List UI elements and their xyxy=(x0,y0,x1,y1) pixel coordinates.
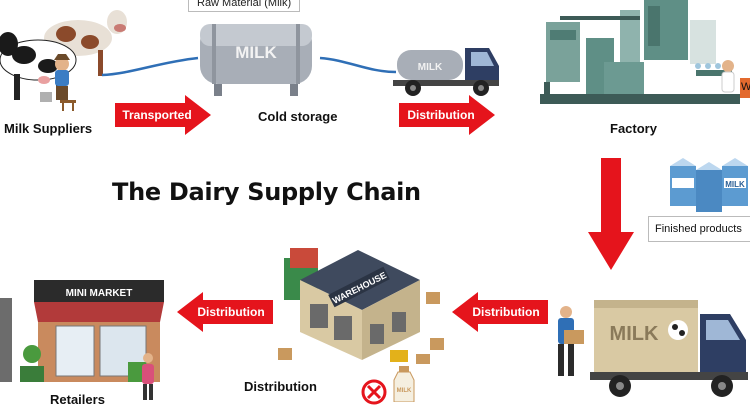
milk-truck-large: MILK xyxy=(590,296,750,400)
carton-milk-text: MILK xyxy=(725,180,745,189)
cows-illustration xyxy=(0,0,140,115)
down-arrow xyxy=(588,158,634,270)
delivery-person xyxy=(548,304,588,380)
milk-cartons: MILK xyxy=(668,158,750,214)
pipe-line-2 xyxy=(319,56,397,74)
factory-illustration xyxy=(540,0,750,112)
cold-storage-label: Cold storage xyxy=(258,109,338,124)
milk-tank: MILK xyxy=(192,18,324,98)
mini-market-sign: MINI MARKET xyxy=(66,288,133,299)
milk-suppliers-label: Milk Suppliers xyxy=(4,121,93,136)
finished-products-label: Finished products xyxy=(648,216,750,242)
warehouse-illustration: WAREHOUSE xyxy=(270,240,450,380)
mini-market-store: MINI MARKET xyxy=(0,270,170,390)
factory-label: Factory xyxy=(610,121,657,136)
distribution-arrow-bottom-left-label: Distribution xyxy=(197,305,265,319)
distribution-arrow-bottom-left: Distribution xyxy=(177,292,273,332)
distribution-arrow-bottom-right-label: Distribution xyxy=(472,305,540,319)
distribution-warehouse-label: Distribution xyxy=(244,379,317,394)
tank-milk-text: MILK xyxy=(235,43,277,62)
diagram-title: The Dairy Supply Chain xyxy=(112,178,421,206)
milk-bottle-icon: MILK xyxy=(392,366,416,403)
transported-arrow-label: Transported xyxy=(122,108,192,122)
distribution-arrow-top-label: Distribution xyxy=(407,108,475,122)
milk-truck-small: MILK xyxy=(393,40,505,98)
no-milk-icon xyxy=(360,378,388,406)
factory-side-label: W xyxy=(741,81,750,93)
distribution-arrow-top: Distribution xyxy=(399,95,495,135)
shopper-figure xyxy=(138,352,158,400)
bottle-milk-text: MILK xyxy=(397,388,412,394)
truck-small-milk-text: MILK xyxy=(418,62,443,73)
raw-material-tag: Raw Material (Milk) xyxy=(188,0,301,12)
pipe-line xyxy=(101,56,199,77)
transported-arrow: Transported xyxy=(115,95,211,135)
truck-large-milk-text: MILK xyxy=(610,323,659,345)
distribution-arrow-bottom-right: Distribution xyxy=(452,292,548,332)
